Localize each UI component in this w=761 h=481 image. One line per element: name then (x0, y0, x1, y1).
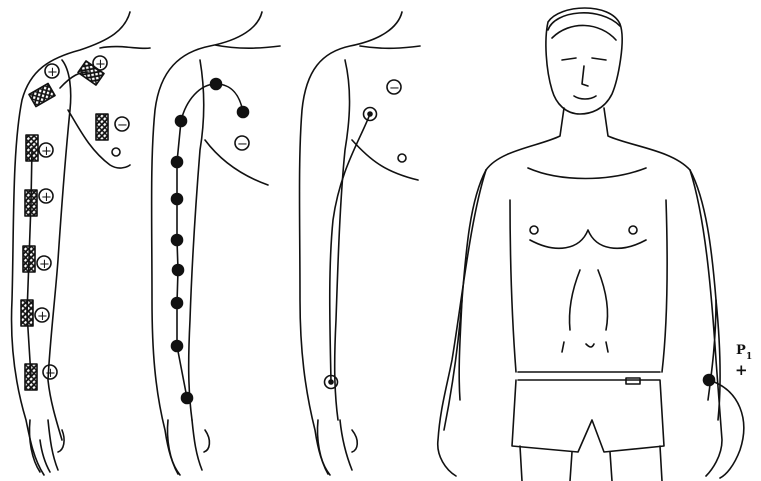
electrode-polarity: + (735, 361, 748, 379)
nipple (629, 226, 637, 234)
face-features (562, 58, 606, 99)
stimulation-point (172, 235, 183, 246)
electrode-point-center (368, 112, 372, 116)
neck-shoulders (486, 108, 690, 170)
shorts-tag (626, 378, 640, 384)
plus-sign: + (39, 257, 50, 272)
nipple (112, 148, 120, 156)
shorts (512, 372, 664, 452)
stimulation-point (172, 194, 183, 205)
head-outline (546, 8, 622, 114)
arm-outline (300, 12, 421, 475)
plus-markers (35, 56, 129, 379)
stimulation-point (176, 116, 187, 127)
panel-arm-line: − (300, 12, 421, 475)
minus-sign: − (389, 81, 400, 96)
panel-torso: P 1 + (438, 8, 753, 481)
hand-outline (167, 420, 209, 474)
electrode-pad (29, 83, 55, 106)
nipple (398, 154, 406, 162)
plus-sign: + (41, 144, 52, 159)
stimulation-point (182, 393, 193, 404)
plus-sign: + (37, 309, 48, 324)
plus-sign: + (95, 57, 106, 72)
legs (520, 446, 662, 481)
left-arm (438, 170, 486, 476)
panel-arm-pads: + + + + + + + − (12, 12, 150, 475)
dot-points (172, 79, 249, 404)
electrode-label: P (736, 343, 746, 358)
minus-sign: − (237, 137, 248, 152)
minus-sign: − (117, 118, 128, 133)
stimulation-point (238, 107, 249, 118)
electrode-cable (709, 380, 744, 478)
electrode-pad (96, 114, 108, 140)
plus-sign: + (47, 65, 58, 80)
hand-outline (317, 420, 357, 474)
plus-sign: + (45, 366, 56, 381)
arm-outline (12, 12, 150, 475)
chest-lines (528, 168, 646, 248)
stimulation-point (172, 341, 183, 352)
plus-sign: + (41, 190, 52, 205)
stimulation-point (172, 157, 183, 168)
abdomen-lines (562, 270, 608, 352)
electrode-point-center (329, 380, 333, 384)
hair (548, 13, 620, 40)
panel-arm-dots: − (152, 12, 280, 475)
connecting-wire (181, 84, 243, 121)
torso-outline (444, 170, 720, 430)
stimulation-point (172, 298, 183, 309)
nipple (530, 226, 538, 234)
stimulation-point (173, 265, 184, 276)
stimulation-point (211, 79, 222, 90)
